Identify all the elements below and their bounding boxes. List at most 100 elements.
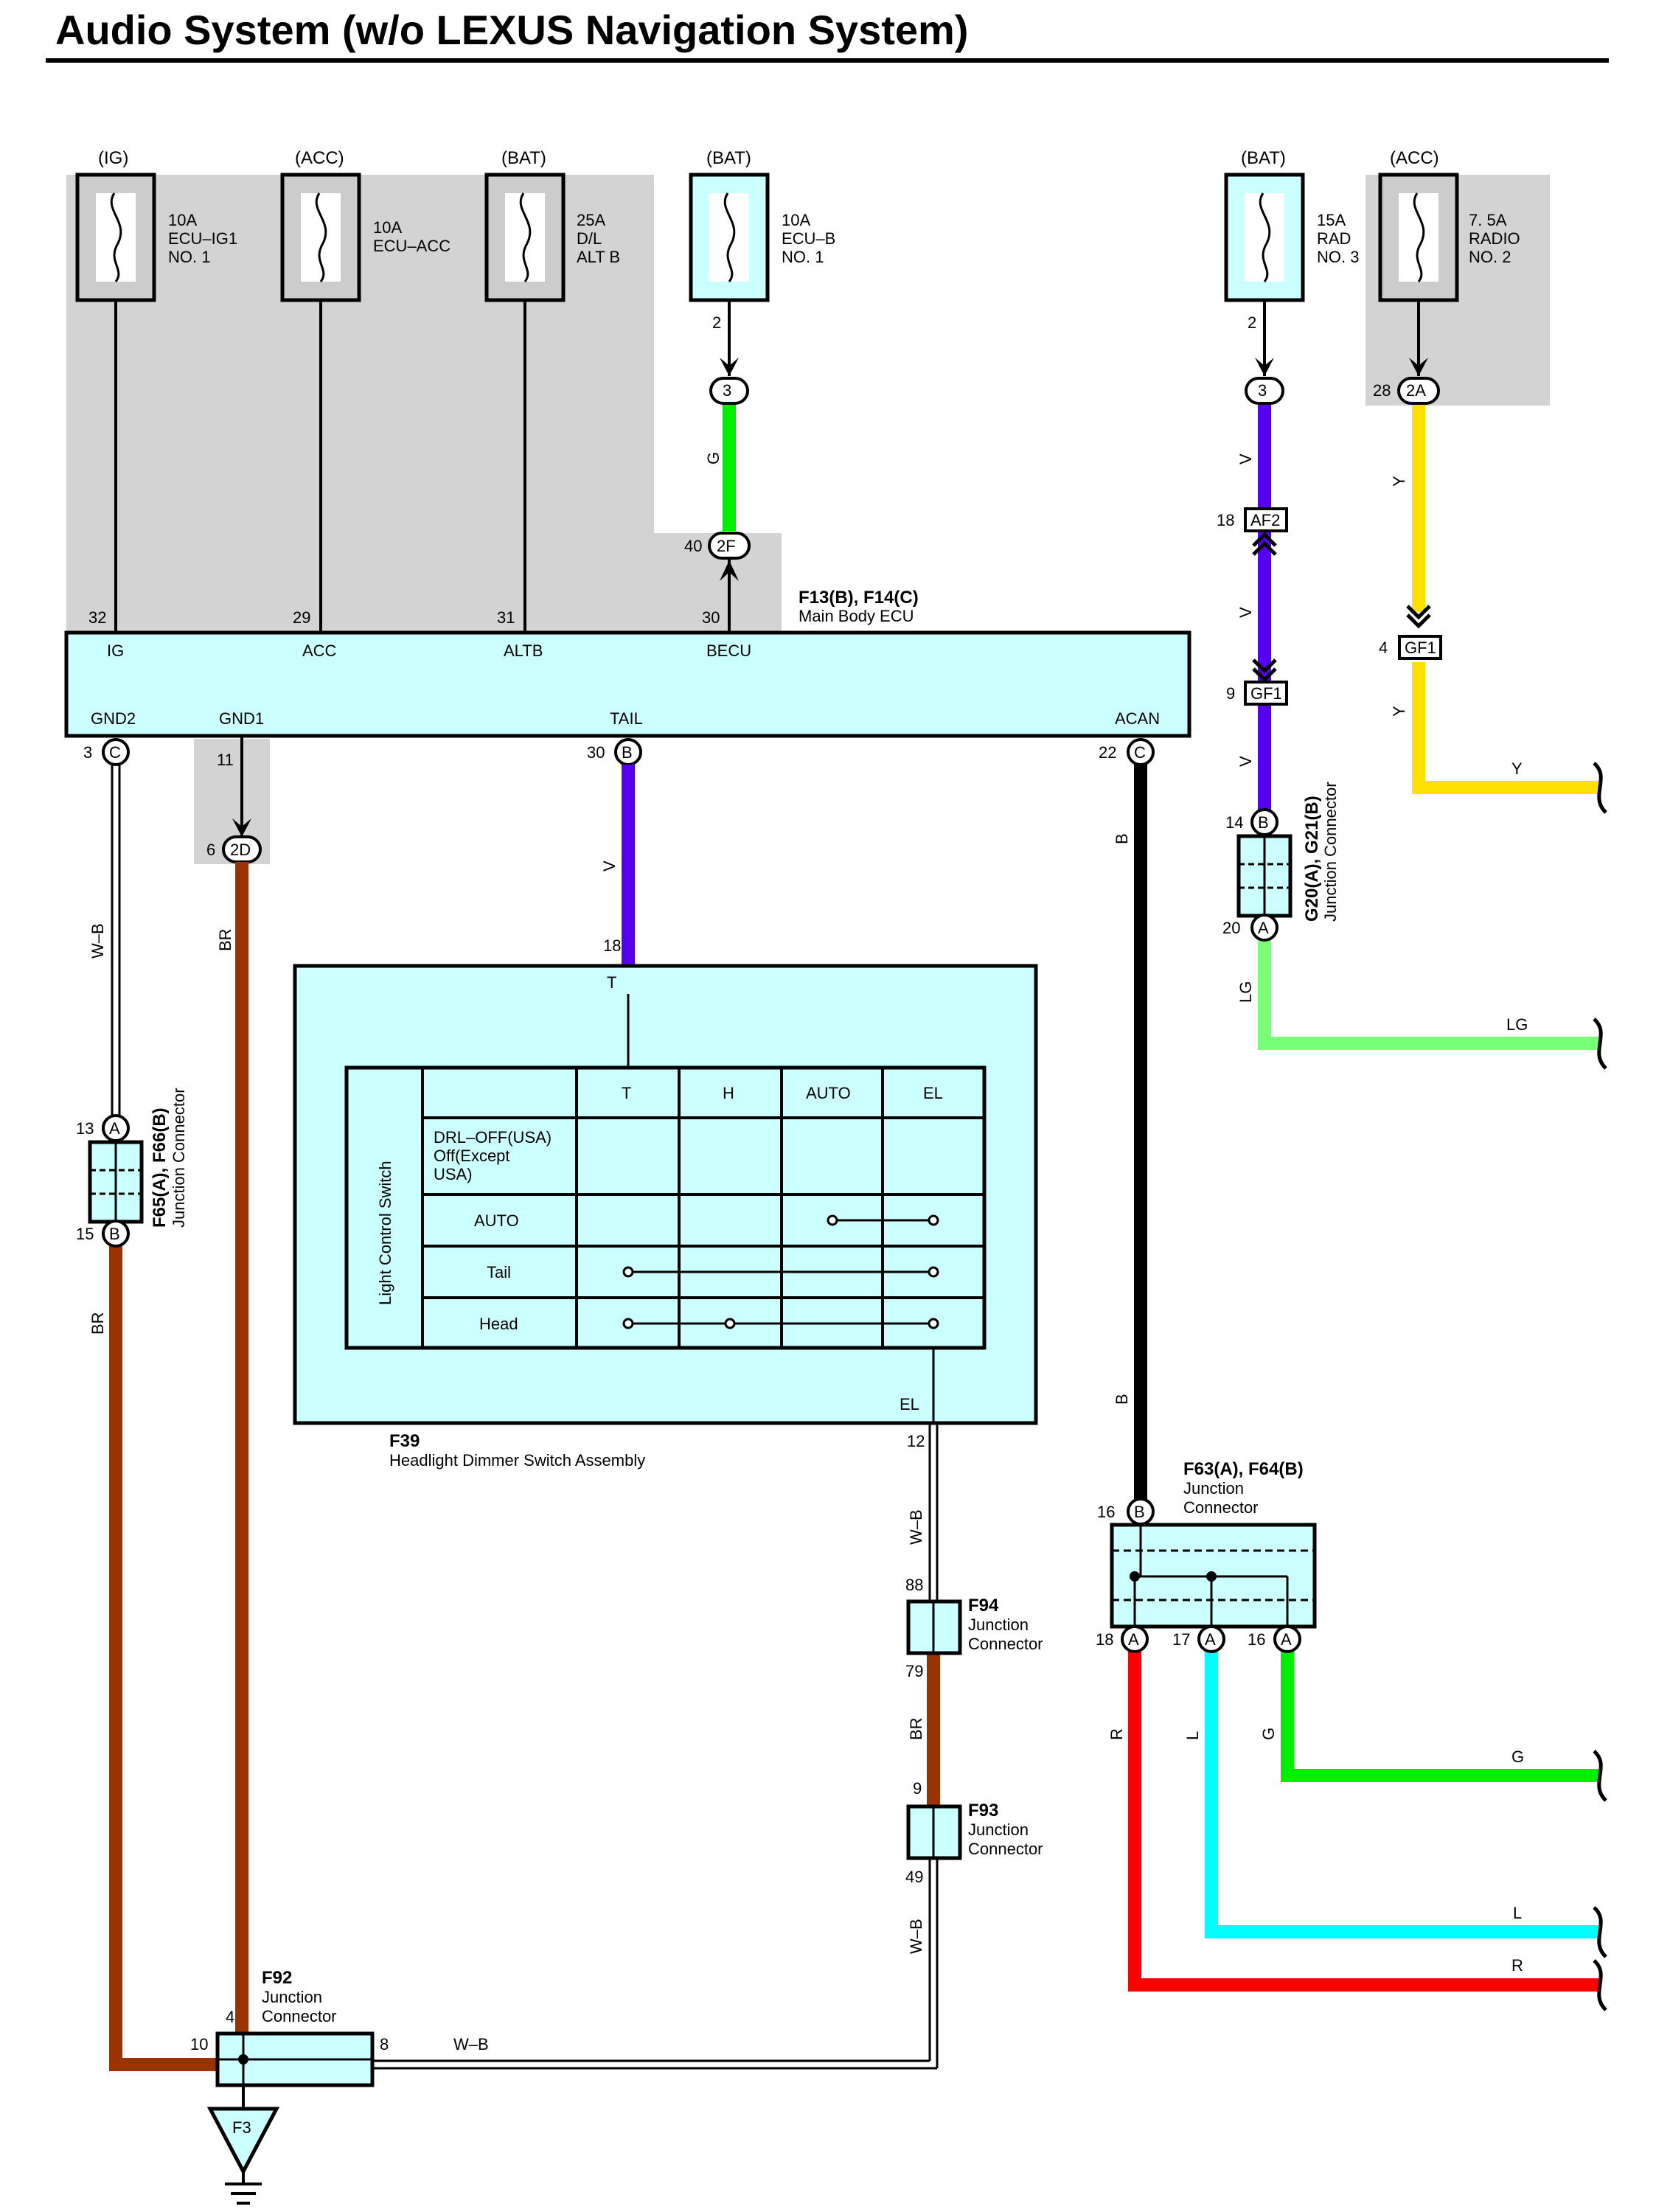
wire-label: W–B [88,923,107,959]
junction-ref: F94 [968,1596,999,1615]
fuse-rating: 25A [577,211,605,229]
fuse-supply-label: (BAT) [706,148,751,168]
junction-name: Junction [968,1615,1029,1634]
ground-f3: F3 [206,2107,280,2205]
pin-conn: A [109,1119,120,1138]
ecu-term-tail: TAIL [610,709,643,728]
pin-conn: B [1258,813,1269,832]
ecu-term-altb: ALTB [504,641,543,660]
fuse-name-2: ALT B [577,248,620,266]
fuse-rating: 10A [168,211,197,229]
junction-ref: F63(A), F64(B) [1183,1459,1304,1479]
wire-label: B [1113,833,1131,844]
conn-pin: 2 [1248,313,1256,332]
pin-num: 8 [380,2035,389,2053]
wire-labels: G V V V Y Y W–B BR V B B LG BR W–B BR W–… [88,452,1408,2053]
fuse-name: RAD [1317,229,1351,248]
conn-id: GF1 [1250,684,1282,703]
fuse-supply-label: (ACC) [1390,148,1439,168]
wire-label: V [1236,607,1255,618]
fuse-radio-no2: (ACC) 7. 5A RADIO NO. 2 [1378,148,1520,302]
wire-label: R [1107,1728,1126,1740]
fuse-name-2: NO. 1 [168,248,210,266]
wires-top [114,300,1600,1050]
pin-num: 17 [1172,1630,1190,1649]
wire-label: V [600,860,619,872]
junction-name: Junction [1183,1479,1244,1498]
junction-f92: F92 Junction Connector 4 10 8 [190,1968,389,2109]
junction-name-2: Connector [968,1635,1043,1653]
wire-label: B [1113,1394,1131,1405]
pin-num: 15 [76,1225,94,1243]
fuse-name-2: NO. 1 [782,248,824,266]
pin-num: 88 [905,1576,923,1594]
switch-name: Headlight Dimmer Switch Assembly [389,1451,645,1470]
junction-f65-f66: A 13 B 15 F65(A), F66(B) Junction Connec… [76,1088,188,1248]
pin-conn: A [1128,1630,1139,1649]
conn-pin: 9 [1226,684,1235,703]
fuse-rating: 10A [373,218,402,237]
wire-label: W–B [907,1919,925,1954]
junction-f94: 88 79 F94 Junction Connector [905,1576,1043,1680]
switch-row-head: Head [479,1315,518,1333]
output-label-lg: LG [1506,1015,1528,1034]
wire-label: Y [1390,706,1408,717]
page-title: Audio System (w/o LEXUS Navigation Syste… [55,7,968,53]
switch-col-h: H [723,1084,734,1102]
wires-lower [109,736,1600,2071]
junction-ref: F93 [968,1801,998,1820]
fuse-ecu-acc: (ACC) 10A ECU–ACC [280,148,450,302]
pin-num: 3 [83,743,92,762]
fuse-supply-label: (BAT) [501,148,546,168]
wire-label: BR [88,1312,107,1335]
junction-f93: 9 49 F93 Junction Connector [905,1779,1043,1886]
pin-num: 11 [217,751,234,769]
ecu-term-gnd2: GND2 [91,709,136,728]
connector-ovals: 3 2 2F 40 3 2 2A 28 AF2 18 GF1 9 GF1 4 2… [206,313,1442,863]
pin-num: 22 [1099,743,1116,762]
pin-conn: A [1258,919,1269,937]
switch-side-label: Light Control Switch [376,1161,394,1305]
wire-label: V [1236,453,1255,465]
ecu-term-becu: BECU [706,641,751,660]
switch-row-drl-2: Off(Except [434,1147,510,1165]
output-label-r: R [1511,1956,1523,1975]
wire-label: G [704,452,723,465]
ecu-ref: F13(B), F14(C) [799,588,919,608]
conn-id: 3 [723,381,731,400]
conn-id: 3 [1258,381,1267,400]
ecu-pin: 29 [293,608,310,627]
ecu-term-acan: ACAN [1115,709,1160,728]
ground-id: F3 [232,2118,251,2137]
conn-pin: 40 [684,537,702,555]
junction-name: Junction Connector [170,1088,188,1228]
wire-label: Y [1390,476,1408,487]
wire-label: L [1183,1731,1202,1740]
wire-label: LG [1236,981,1255,1003]
fuse-name: ECU–B [782,229,835,248]
pin-conn: C [109,743,121,762]
pin-conn: B [109,1225,120,1243]
conn-pin: 2 [712,313,721,332]
conn-pin: 28 [1373,381,1391,400]
pin-conn: B [622,743,633,762]
wire-label: W–B [453,2035,489,2053]
pin-num: 79 [905,1662,923,1680]
pin-num: 13 [76,1119,94,1138]
fuse-name: D/L [577,229,602,248]
fuse-dl-alt-b: (BAT) 25A D/L ALT B [484,148,620,302]
fuse-name: RADIO [1469,229,1520,248]
junction-name-2: Connector [1183,1498,1259,1517]
pin-num: 14 [1225,813,1243,832]
ecu-term-gnd1: GND1 [219,709,264,728]
pin-num: 4 [226,2008,234,2026]
switch-col-t: T [622,1084,631,1102]
conn-id: AF2 [1250,511,1280,529]
pin-num: 30 [587,743,605,762]
fuse-supply-label: (IG) [98,148,128,168]
wire-label: W–B [907,1509,925,1545]
shaded-zone-ecu [66,175,782,633]
switch-col-auto: AUTO [806,1084,851,1102]
fuse-supply-label: (BAT) [1241,148,1286,168]
